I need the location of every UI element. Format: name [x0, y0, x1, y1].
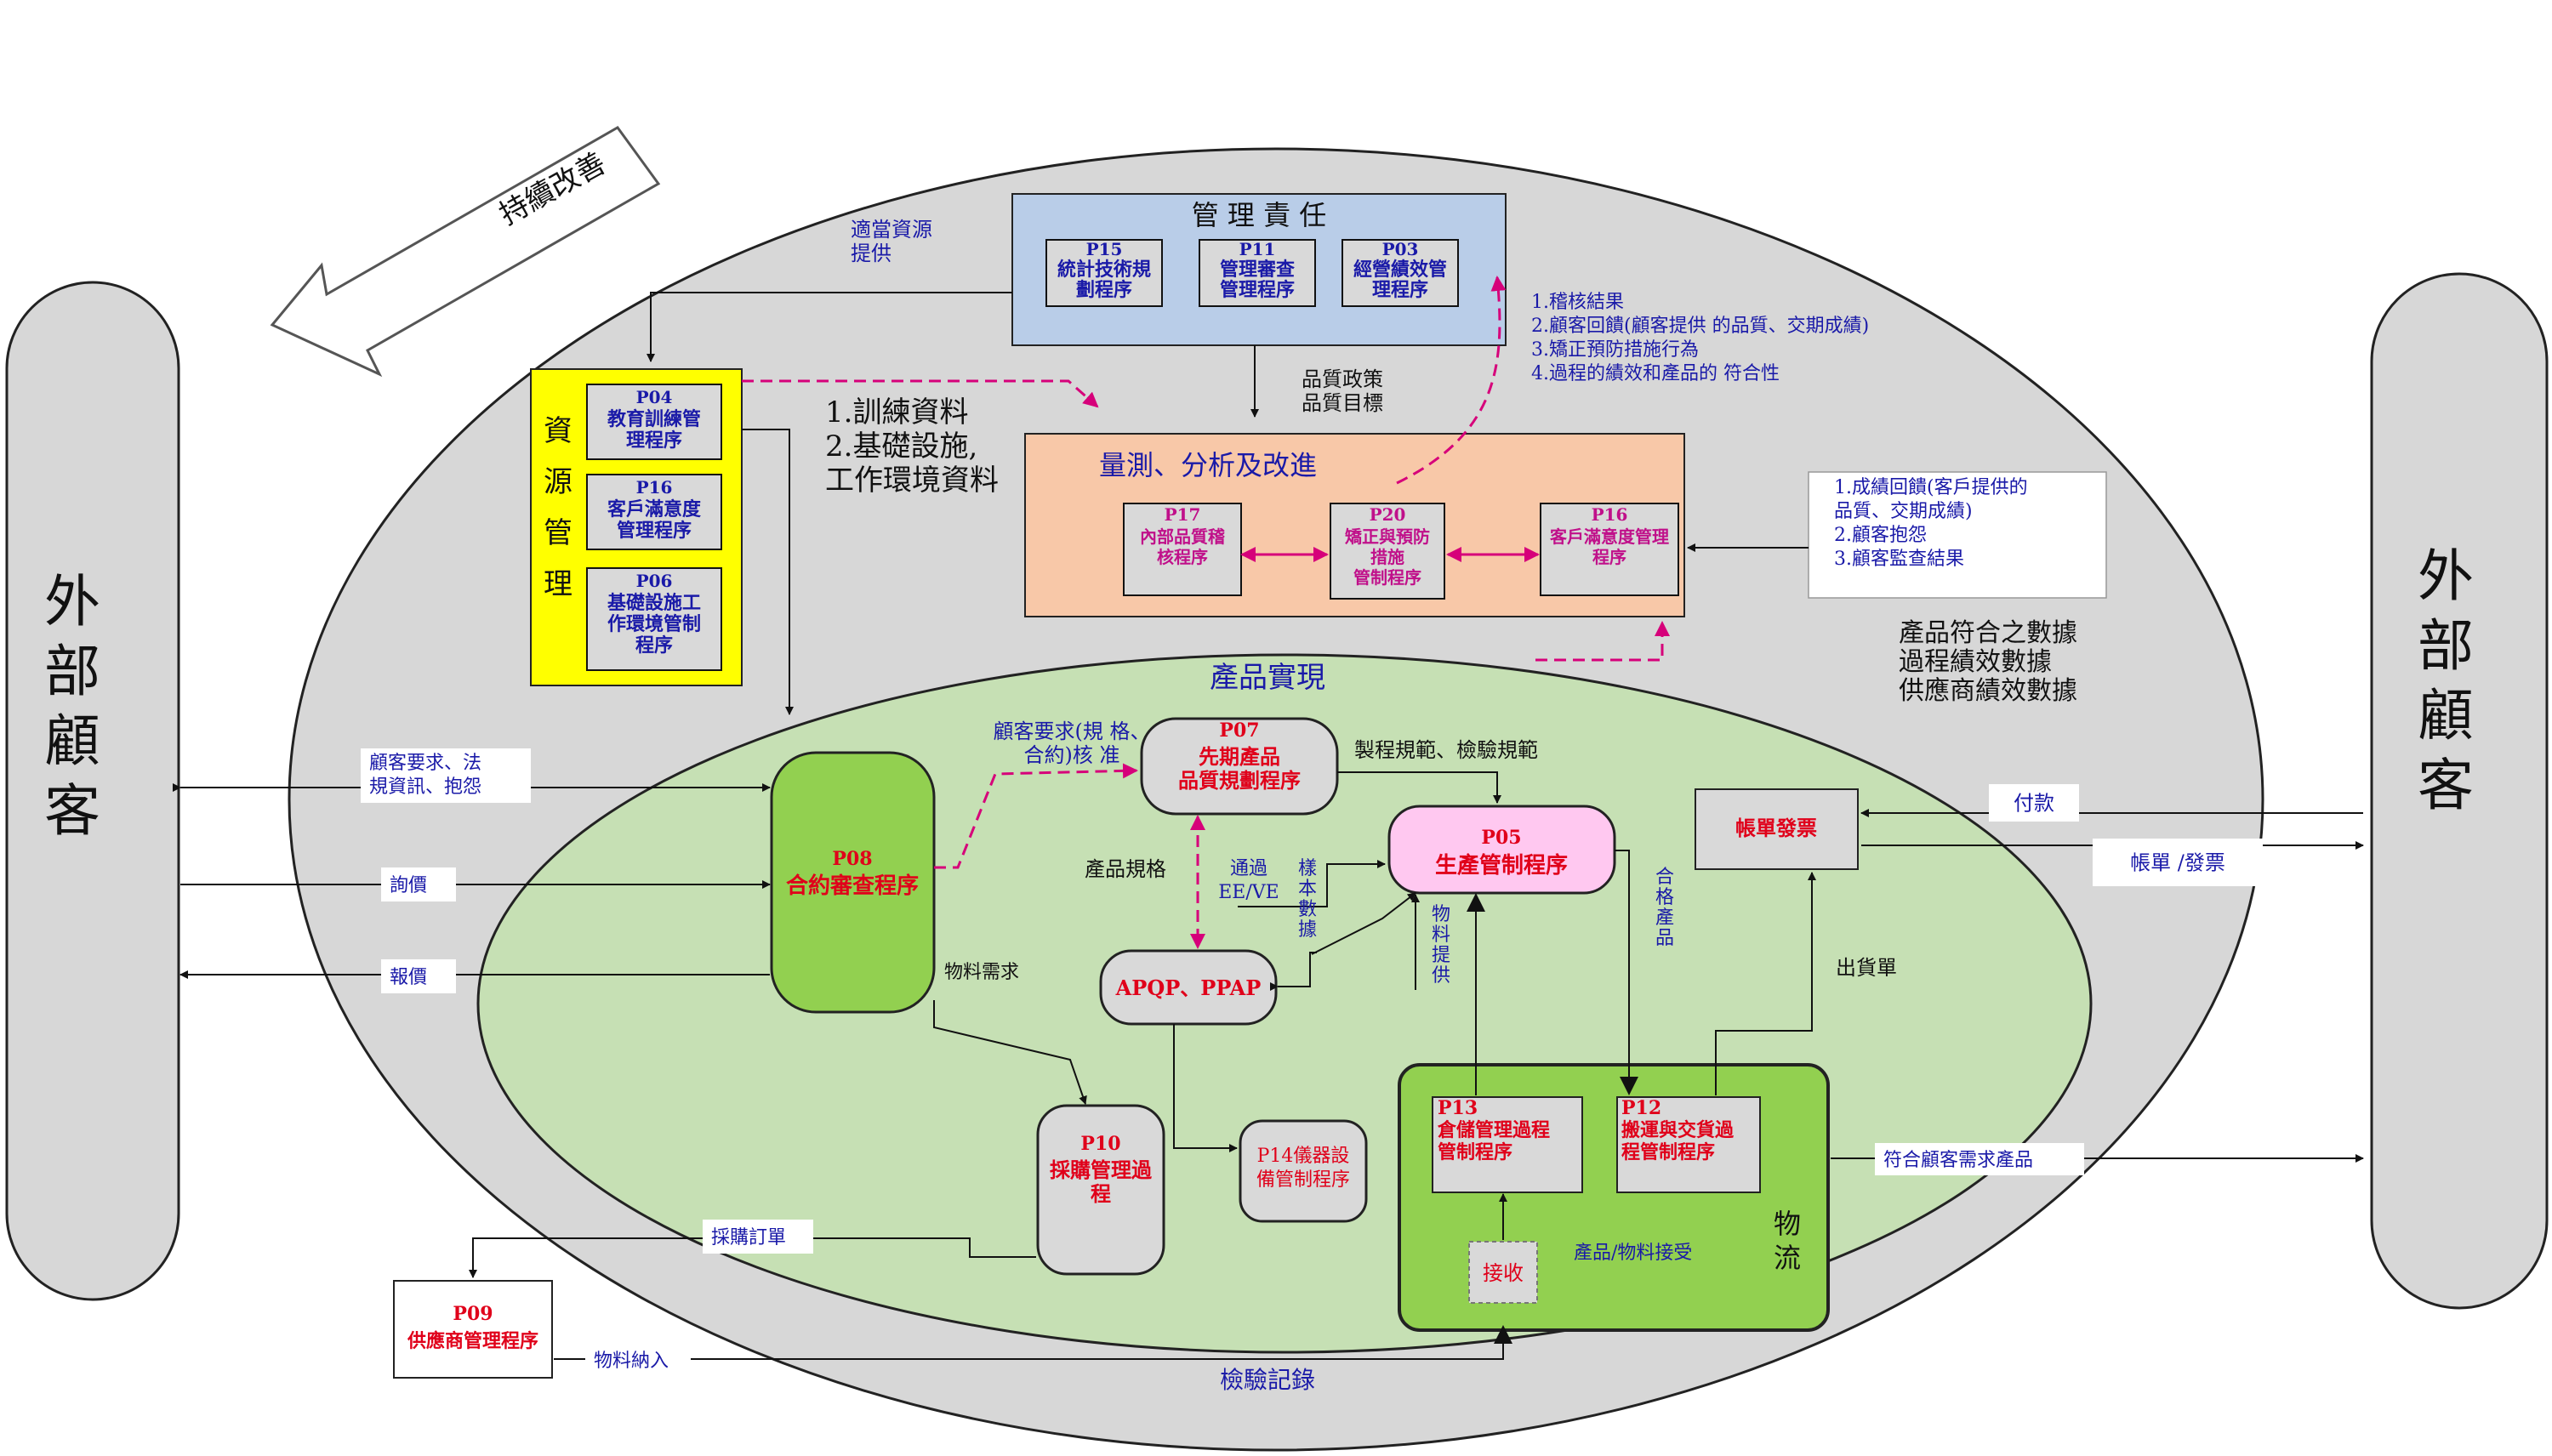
- label-bg-cust-req: [361, 748, 531, 803]
- mgmt-box-code: P11: [1239, 239, 1276, 259]
- resource-box-name: 教育訓練管理程序: [607, 408, 701, 452]
- p08-name: 合約審查程序: [786, 873, 919, 899]
- label-bg-quote: [381, 959, 456, 993]
- p09-supplier-management: [393, 1280, 553, 1379]
- resource-box-p04: [586, 384, 722, 460]
- resource-box-code: P16: [636, 477, 673, 498]
- p10-code: P10: [1080, 1133, 1120, 1155]
- product-realization-title: 產品實現: [1210, 661, 1325, 695]
- measurement-box-name: 內部品質稽核程序: [1140, 526, 1225, 567]
- label-bill-invoice: 帳單 /發票: [2130, 851, 2225, 875]
- p05-code: P05: [1481, 827, 1521, 849]
- measurement-box-p16: [1540, 503, 1679, 596]
- resource-box-code: P06: [636, 571, 673, 591]
- label-bg-conforming-product: [1875, 1143, 2084, 1175]
- label-bg-material-in: [585, 1344, 691, 1376]
- p08-contract-review: [770, 751, 936, 1014]
- label-inquiry: 詢價: [390, 875, 427, 896]
- external-customer-right-label: 外部顧客: [2418, 543, 2474, 818]
- mgmt-box-name: 統計技術規劃程序: [1057, 259, 1151, 301]
- measurement-box-code: P17: [1165, 504, 1201, 525]
- resource-box-p16: [586, 474, 722, 550]
- resource-box-name: 客戶滿意度管理程序: [607, 498, 702, 542]
- label-qualified: 合格產品: [1655, 867, 1674, 949]
- billing-label: 帳單發票: [1735, 816, 1817, 840]
- measurement-box-p20: [1330, 503, 1445, 600]
- mgmt-box-code: P15: [1086, 239, 1123, 259]
- label-bg-inquiry: [381, 867, 456, 901]
- external-customer-left-label: 外部顧客: [44, 569, 100, 844]
- p09-code: P09: [453, 1303, 493, 1325]
- label-payment: 付款: [2014, 792, 2054, 816]
- label-cust-req-review: 顧客要求(規 格、合約)核 准: [994, 719, 1151, 767]
- p14-label: P14儀器設備管制程序: [1256, 1146, 1350, 1191]
- receive-box: [1468, 1241, 1538, 1304]
- resource-box-code: P04: [636, 387, 673, 407]
- label-bg-purchase-order: [703, 1220, 813, 1254]
- mgmt-box-p15: [1045, 239, 1163, 307]
- mgmt-box-name: 管理審查管理程序: [1220, 259, 1295, 301]
- p05-name: 生產管制程序: [1435, 852, 1568, 879]
- label-bg-bill-invoice: [2093, 839, 2263, 886]
- measurement-box-code: P16: [1592, 504, 1628, 525]
- label-bg-payment: [1989, 784, 2079, 822]
- resource-box-name: 基礎設施工作環境管制程序: [607, 592, 701, 657]
- measurement-box-name: 客戶滿意度管理程序: [1549, 526, 1669, 567]
- apqp-label: APQP、PPAP: [1115, 975, 1262, 1000]
- measurement-box-p17: [1123, 503, 1242, 596]
- management-title: 管 理 責 任: [1192, 199, 1327, 231]
- p05-production-control: [1387, 805, 1616, 895]
- p12-handling-delivery: [1616, 1096, 1761, 1193]
- measurement-title: 量測、分析及改進: [1099, 449, 1317, 481]
- label-process-spec: 製程規範、檢驗規範: [1354, 738, 1538, 762]
- label-material-in: 物料納入: [594, 1351, 669, 1372]
- label-cust-req: 顧客要求、法規資訊、抱怨: [369, 753, 481, 798]
- mgmt-box-p11: [1199, 239, 1316, 307]
- customer-feedback-box: [1808, 471, 2107, 599]
- p08-code: P08: [832, 848, 872, 870]
- resource-box-p06: [586, 567, 722, 671]
- resource-management-title: 資源管理: [544, 414, 572, 601]
- p07-code: P07: [1219, 719, 1259, 742]
- p13-code: P13: [1438, 1097, 1478, 1119]
- mgmt-box-p03: [1342, 239, 1459, 307]
- logistics-label: 物流: [1774, 1208, 1801, 1274]
- receive-label: 接收: [1483, 1261, 1524, 1285]
- mgmt-box-name: 經營績效管理程序: [1353, 259, 1447, 301]
- label-shipping: 出貨單: [1836, 956, 1897, 980]
- p10-name: 採購管理過程: [1050, 1157, 1153, 1206]
- p07-advanced-planning: [1140, 717, 1339, 816]
- p13-name: 倉儲管理過程管制程序: [1437, 1119, 1550, 1163]
- p07-name: 先期產品品質規劃程序: [1178, 744, 1301, 793]
- label-material-supply: 物料提供: [1432, 904, 1450, 987]
- label-purchase-order: 採購訂單: [711, 1227, 786, 1248]
- label-inspection-record: 檢驗記錄: [1220, 1366, 1315, 1394]
- resources-note: 適當資源提供: [851, 218, 932, 265]
- label-product-spec: 產品規格: [1085, 857, 1166, 881]
- measurement-box-code: P20: [1370, 504, 1406, 525]
- p12-code: P12: [1621, 1097, 1661, 1119]
- measurement-box-name: 矯正與預防措施管制程序: [1345, 526, 1430, 588]
- quality-policy-note: 品質政策品質目標: [1302, 367, 1383, 415]
- product-receive-label: 產品/物料接受: [1574, 1243, 1692, 1264]
- continuous-improvement-arrow: 持續改善: [270, 126, 661, 378]
- p12-name: 搬運與交貨過程管制程序: [1621, 1119, 1735, 1163]
- label-sample-data: 樣本數據: [1298, 858, 1317, 941]
- label-quote: 報價: [390, 967, 427, 988]
- external-customer-right: [2370, 272, 2549, 1310]
- p10-purchasing: [1036, 1104, 1165, 1276]
- data-list: 產品符合之數據過程績效數據供應商績效數據: [1899, 618, 2077, 706]
- billing-box: [1695, 788, 1859, 870]
- label-material-demand: 物料需求: [944, 962, 1019, 983]
- p14-equipment-control: [1239, 1119, 1368, 1223]
- p13-warehouse: [1432, 1096, 1583, 1193]
- label-conforming-product: 符合顧客需求產品: [1883, 1150, 2033, 1171]
- mgmt-box-code: P03: [1382, 239, 1419, 259]
- p09-name: 供應商管理程序: [407, 1330, 538, 1352]
